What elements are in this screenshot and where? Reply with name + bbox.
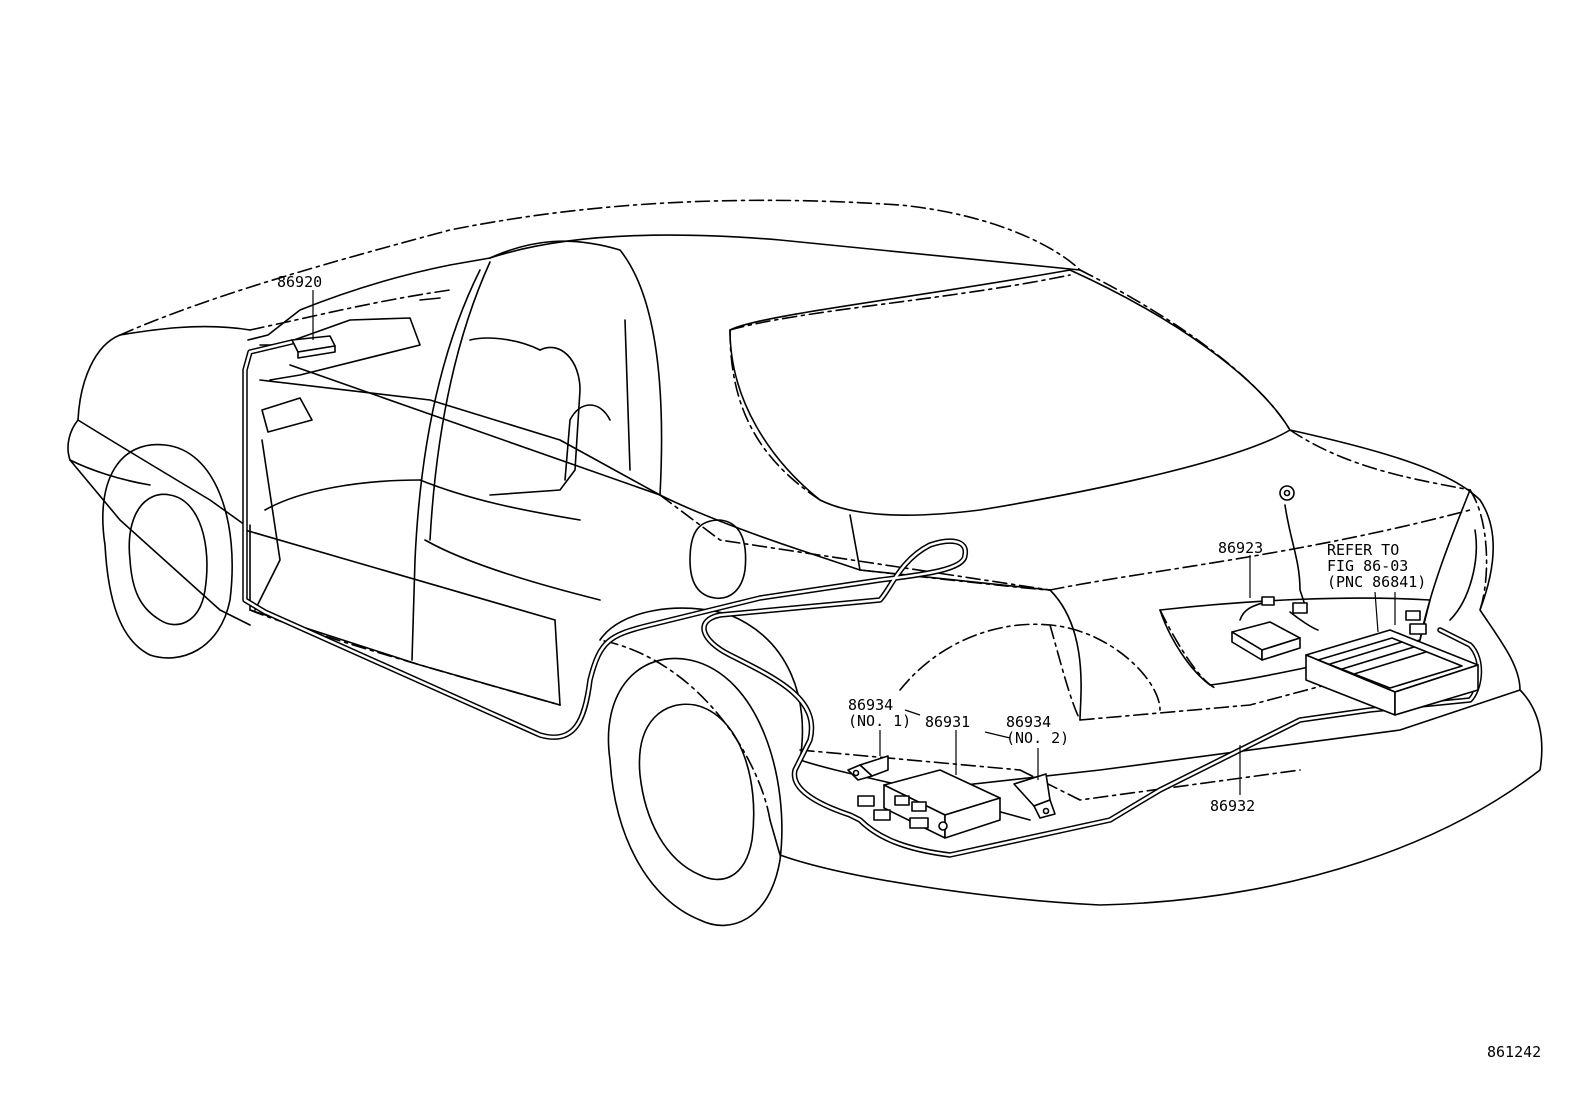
bracket-86934-no2: [1013, 773, 1056, 819]
cable-connectors: [857, 795, 929, 829]
label-86934-no2: 86934: [1006, 713, 1051, 731]
label-refer-line3: (PNC 86841): [1327, 573, 1426, 591]
figure-number: 861242: [1487, 1043, 1541, 1061]
label-86934-no1-note: (NO. 1): [848, 712, 911, 730]
cd-changer-unit: [1305, 610, 1479, 716]
rear-antenna-terminal: [1279, 485, 1295, 501]
leader-lines: [312, 290, 1396, 795]
antenna-cable: [242, 339, 1483, 858]
part-labels: 86920 86923 REFER TO FIG 86-03 (PNC 8684…: [277, 273, 1541, 1061]
antenna-amplifier-86920: [291, 335, 336, 359]
car-body-outline: [67, 234, 1543, 927]
label-86931: 86931: [925, 713, 970, 731]
label-refer-line2: FIG 86-03: [1327, 557, 1408, 575]
label-86934-no2-note: (NO. 2): [1006, 729, 1069, 747]
label-86934-no1: 86934: [848, 696, 893, 714]
label-refer-line1: REFER TO: [1327, 541, 1399, 559]
label-86923: 86923: [1218, 539, 1263, 557]
tuner-unit-86931: [883, 769, 1001, 839]
antenna-module-86923: [1231, 596, 1319, 661]
bracket-86934-no1: [847, 755, 889, 781]
label-86920: 86920: [277, 273, 322, 291]
label-86932: 86932: [1210, 797, 1255, 815]
